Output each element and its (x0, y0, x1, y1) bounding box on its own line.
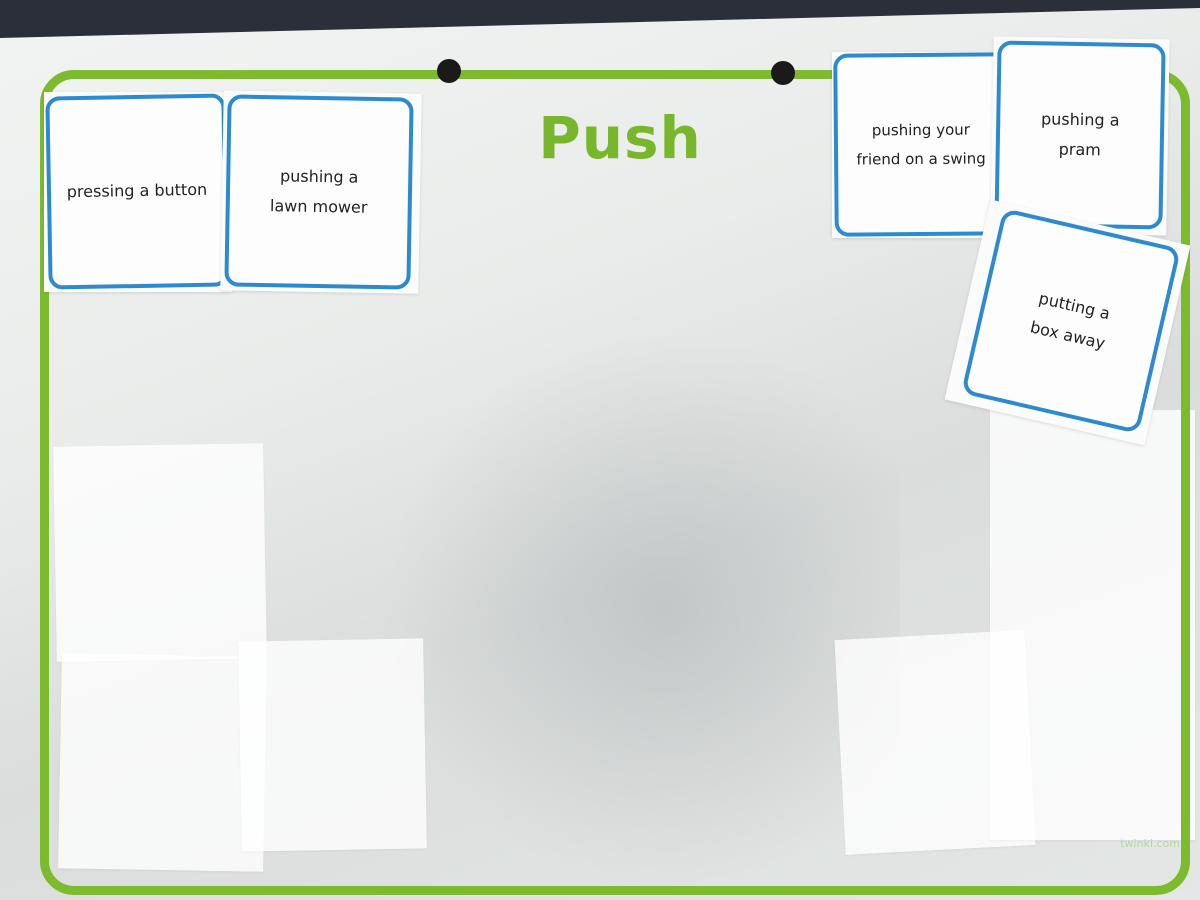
card-pushing-your-friend-on-a-swing[interactable]: pushing your friend on a swing (833, 52, 1009, 237)
punch-hole (437, 59, 461, 83)
card-text-line: pushing your (871, 120, 970, 140)
blank-paper-patch (990, 410, 1195, 840)
card-text-line: pram (1058, 139, 1101, 160)
card-text-line: pressing a button (66, 180, 208, 202)
card-text-line: pushing a (1040, 108, 1120, 130)
card-pushing-a-lawn-mower[interactable]: pushing a lawn mower (224, 94, 414, 290)
card-pushing-a-pram[interactable]: pushing a pram (994, 40, 1166, 230)
card-text-line: lawn mower (269, 196, 368, 217)
card-text-line: friend on a swing (856, 148, 986, 169)
card-pressing-a-button[interactable]: pressing a button (45, 93, 229, 290)
card-text-line: pushing a (279, 165, 359, 187)
green-border-frame (40, 70, 1190, 895)
watermark-text: twinkl.com (1120, 837, 1180, 850)
punch-hole (771, 61, 795, 85)
page-title: Push (538, 104, 702, 172)
